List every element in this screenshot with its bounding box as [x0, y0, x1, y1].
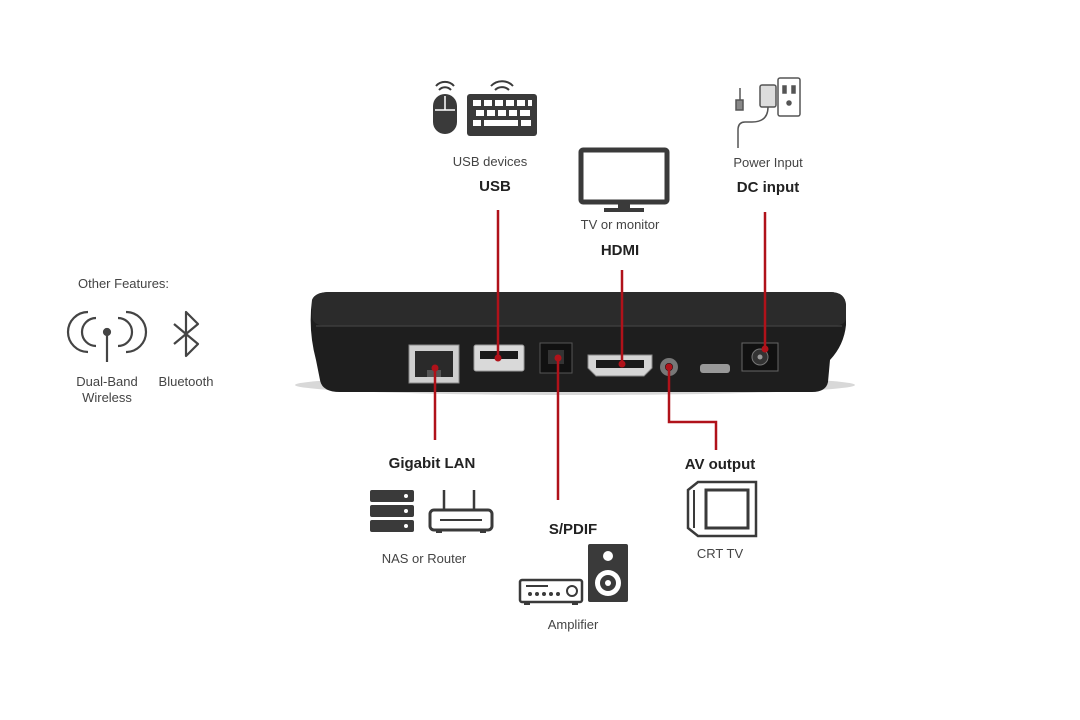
lan-device-label: NAS or Router [381, 551, 467, 566]
crt-tv-icon [686, 480, 758, 538]
spdif-port-title: S/PDIF [548, 521, 598, 538]
speaker-icon [588, 544, 628, 602]
dc-port [741, 342, 779, 372]
feature-label-wireless: Dual-Band Wireless [76, 374, 138, 405]
other-features-title: Other Features: [78, 276, 170, 291]
lan-port-title: Gigabit LAN [388, 455, 476, 472]
wireless-icon [66, 310, 148, 362]
av-device-label: CRT TV [696, 546, 744, 561]
spdif-device-label: Amplifier [547, 617, 599, 632]
bluetooth-icon [173, 310, 200, 358]
usb-device-label: USB devices [452, 154, 528, 169]
power-plug-icon [735, 77, 801, 148]
hdmi-device-label: TV or monitor [580, 217, 660, 232]
micro-usb-port [700, 364, 730, 373]
router-icon [428, 490, 494, 533]
usb-port-title: USB [479, 178, 511, 195]
dc-device-label: Power Input [733, 155, 803, 170]
av-connector-line [667, 367, 718, 450]
mouse-icon [433, 80, 457, 134]
nas-icon [370, 490, 414, 532]
av-port-title: AV output [684, 456, 756, 473]
feature-label-bluetooth: Bluetooth [158, 374, 214, 389]
dc-port-title: DC input [736, 179, 800, 196]
amplifier-icon [518, 578, 584, 605]
keyboard-icon [467, 80, 537, 136]
hdmi-port-title: HDMI [600, 242, 640, 259]
monitor-icon [578, 147, 670, 212]
